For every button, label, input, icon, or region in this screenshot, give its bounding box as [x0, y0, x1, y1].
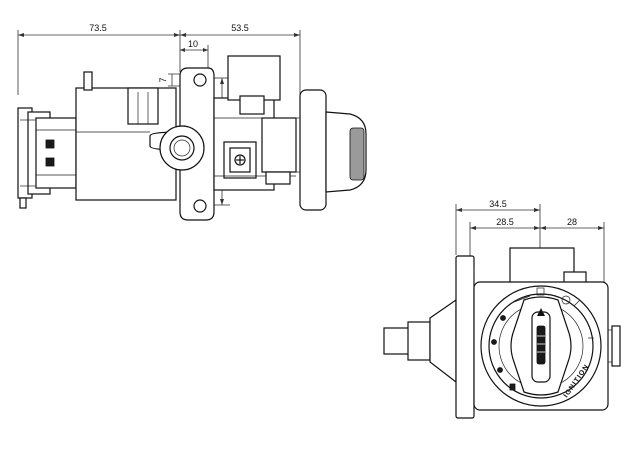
dim-53-5-label: 53.5 [231, 23, 249, 33]
dim-34-5-label: 34.5 [489, 199, 507, 209]
side-connector [17, 107, 77, 209]
dim-7-label: 7 [158, 77, 168, 82]
side-bezel-knob [296, 89, 367, 211]
side-switch-housing [213, 55, 297, 191]
front-view: 34.5 28.5 28 [383, 199, 621, 419]
side-flange [149, 67, 215, 221]
front-mounting-plate [455, 255, 475, 419]
dim-28-5-label: 28.5 [496, 217, 514, 227]
dim-73-5-label: 73.5 [89, 23, 107, 33]
dim-10-label: 10 [188, 39, 198, 49]
front-knob [510, 296, 572, 396]
dim-28-label: 28 [567, 217, 577, 227]
front-shaft [383, 298, 457, 384]
front-view-dimension-lines [455, 204, 605, 300]
side-view: 73.5 53.5 10 7 31 24 [17, 23, 367, 221]
